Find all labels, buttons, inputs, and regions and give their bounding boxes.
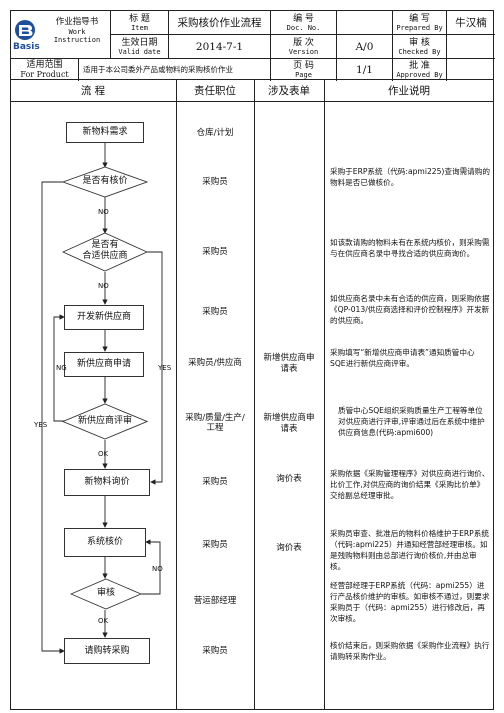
column-header-flow: 流 程 bbox=[10, 80, 176, 102]
decision-label-has-price: 是否有核价 bbox=[82, 176, 128, 186]
decision-label-suitable-supplier: 是否有 合适供应商 bbox=[82, 240, 128, 261]
version-label: 版 次 Version bbox=[271, 35, 337, 59]
valid-date-value: 2014-7-1 bbox=[169, 35, 271, 59]
page-value: 1/1 bbox=[337, 59, 393, 81]
scope-label: 适用范围 For Product bbox=[11, 59, 79, 81]
form-f6: 新增供应商申 请表 bbox=[263, 413, 315, 434]
logo-cell: Basis 作业指导书 Work Instruction bbox=[11, 11, 111, 59]
basis-logo-icon bbox=[15, 20, 35, 40]
logo-text: Basis bbox=[13, 42, 40, 52]
resp-r1: 仓库/计划 bbox=[196, 128, 234, 138]
flow-decision-suitable-supplier bbox=[62, 232, 148, 272]
doc-type-en1: Work bbox=[68, 28, 86, 36]
docno-label: 编 号 Doc. No. bbox=[271, 11, 337, 35]
prepared-label: 编 写 Prepared By bbox=[393, 11, 447, 35]
note-d3: 如该款请购的物料未有在系统内核价，则采购需与在供应商名录中寻找合适的供应商询价。 bbox=[330, 238, 490, 258]
flag-yes: YES bbox=[158, 364, 172, 372]
decision-label-review: 审核 bbox=[96, 588, 115, 598]
doc-type-en2: Instruction bbox=[53, 36, 101, 44]
column-header-resp: 责任职位 bbox=[176, 80, 254, 102]
column-header-desc: 作业说明 bbox=[324, 80, 494, 102]
checked-value bbox=[447, 35, 495, 59]
prepared-value: 牛汉楠 bbox=[447, 11, 495, 35]
column-divider bbox=[254, 80, 255, 710]
note-d2: 采购于ERP系统（代码:apmi225)查询需请购的物料是否已做核价。 bbox=[330, 167, 490, 187]
form-f8: 询价表 bbox=[276, 543, 302, 553]
flow-node-develop-supplier: 开发新供应商 bbox=[64, 305, 144, 330]
flow-node-new-material-demand: 新物料需求 bbox=[66, 122, 144, 143]
flow-node-system-pricing: 系统核价 bbox=[64, 528, 146, 557]
resp-r7: 采购员 bbox=[202, 477, 228, 487]
note-d10: 核价结束后，则采购依据《采购作业流程》执行请购转采购作业。 bbox=[330, 641, 490, 661]
flag-ng: NG bbox=[56, 364, 67, 372]
resp-r2: 采购员 bbox=[202, 177, 228, 187]
note-d8: 采购员审查、批准后的物料价格维护于ERP系统（代码:apmi225）并通知经营部… bbox=[330, 529, 489, 571]
version-value: A/0 bbox=[337, 35, 393, 59]
decision-label-supplier-review: 新供应商评审 bbox=[77, 416, 132, 426]
document-header: Basis 作业指导书 Work Instruction 标 题 Item 采购… bbox=[10, 10, 495, 81]
note-d7: 采购依据《采购管理程序》对供应商进行询价、比价工作,对供应商的询价结果《采购比价… bbox=[330, 469, 490, 500]
checked-label: 审 核 Checked By bbox=[393, 35, 447, 59]
flow-decision-supplier-review bbox=[62, 403, 148, 440]
valid-date-label: 生效日期 Valid date bbox=[111, 35, 169, 59]
item-value: 采购核价作业流程 bbox=[169, 11, 271, 35]
form-f7: 询价表 bbox=[276, 474, 302, 484]
scope-value: 适用于本公司委外产品或物料的采购核价作业 bbox=[79, 59, 271, 81]
flag-no: NO bbox=[152, 565, 163, 573]
resp-r6: 采购/质量/生产/ 工程 bbox=[185, 413, 245, 433]
flag-ok: OK bbox=[98, 450, 109, 458]
form-f5: 新增供应商申 请表 bbox=[263, 353, 315, 374]
doc-type-cn: 作业指导书 bbox=[55, 17, 99, 27]
approved-label: 批 准 Approved By bbox=[393, 59, 447, 81]
column-divider bbox=[176, 80, 177, 710]
note-d9: 经营部经理于ERP系统（代码：apmi255）进行产品核价维护的审核。如审核不通… bbox=[330, 581, 490, 623]
resp-r8: 采购员 bbox=[202, 540, 228, 550]
flow-node-requisition-to-purchase: 请购转采购 bbox=[64, 638, 150, 664]
resp-r3: 采购员 bbox=[202, 247, 228, 257]
note-d4: 如供应商名录中未有合适的供应商，则采购依据《QP-013/供应商选择和评价控制程… bbox=[330, 294, 490, 325]
flow-node-supplier-application: 新供应商申请 bbox=[64, 352, 144, 377]
flag-no: NO bbox=[98, 208, 109, 216]
resp-r4: 采购员 bbox=[202, 307, 228, 317]
flag-no: NO bbox=[98, 282, 109, 290]
flow-decision-has-price bbox=[62, 166, 148, 198]
flow-node-new-material-inquiry: 新物料询价 bbox=[64, 469, 150, 496]
resp-r5: 采购员/供应商 bbox=[188, 358, 242, 368]
resp-r9: 营运部经理 bbox=[193, 596, 237, 606]
note-d6: 质管中心SQE组织采购质量生产工程等单位对供应商进行评审,评审通过后在系统中维护… bbox=[338, 406, 485, 437]
docno-value bbox=[337, 11, 393, 35]
resp-r10: 采购员 bbox=[202, 646, 228, 656]
column-divider bbox=[324, 80, 325, 710]
flag-yes: YES bbox=[34, 421, 48, 429]
flow-table bbox=[10, 80, 494, 710]
note-d5: 采购填写“新增供应商申请表”通知质管中心SQE进行新供应商评审。 bbox=[330, 348, 475, 368]
flag-ok: OK bbox=[98, 617, 109, 625]
page-label: 页 码 Page bbox=[271, 59, 337, 81]
column-header-forms: 涉及表单 bbox=[254, 80, 324, 102]
item-label: 标 题 Item bbox=[111, 11, 169, 35]
flow-decision-review bbox=[70, 578, 142, 610]
